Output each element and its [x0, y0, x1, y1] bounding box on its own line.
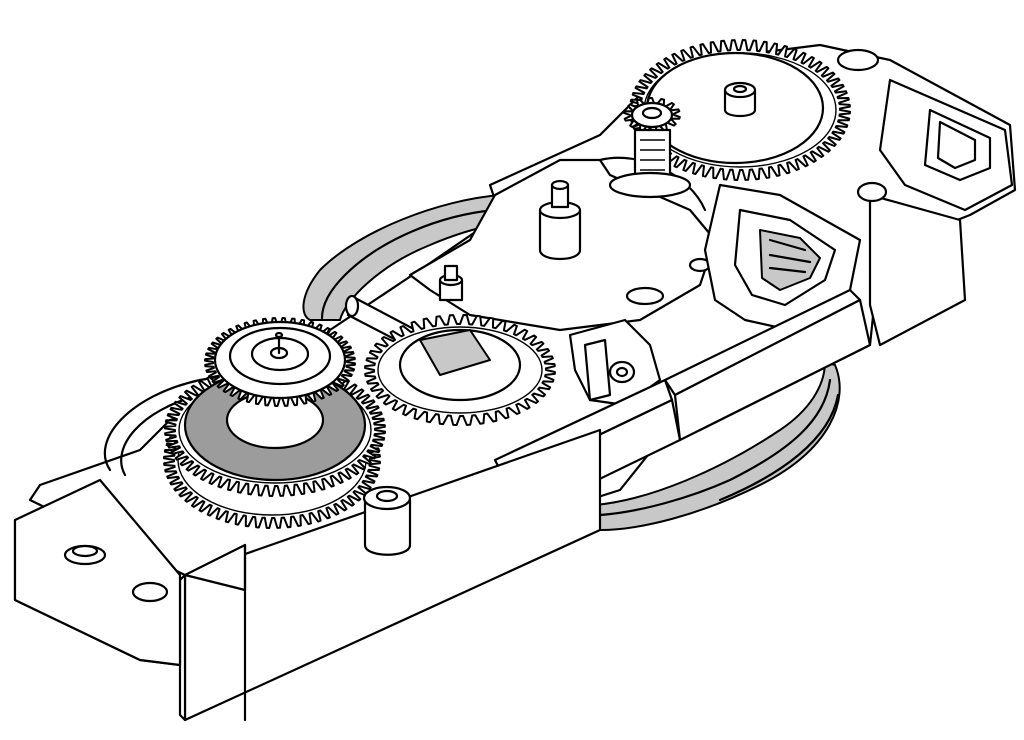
- drive-belt-top: [302, 194, 506, 321]
- top-pinion-shaft: [608, 101, 692, 199]
- middle-gear-hub: [398, 328, 522, 402]
- middle-gear-root-ring: [377, 326, 543, 414]
- front-case: [178, 428, 602, 722]
- center-post: [538, 179, 582, 261]
- top-right-gear-hub: [645, 51, 825, 165]
- latch-lever: [568, 318, 662, 407]
- right-frame: [703, 183, 862, 332]
- front-post: [362, 485, 412, 556]
- left-mounting-foot: [13, 478, 182, 667]
- right-end-bracket: [836, 48, 1014, 347]
- left-belt-loop: [103, 373, 232, 477]
- left-gear-cap: [213, 320, 347, 400]
